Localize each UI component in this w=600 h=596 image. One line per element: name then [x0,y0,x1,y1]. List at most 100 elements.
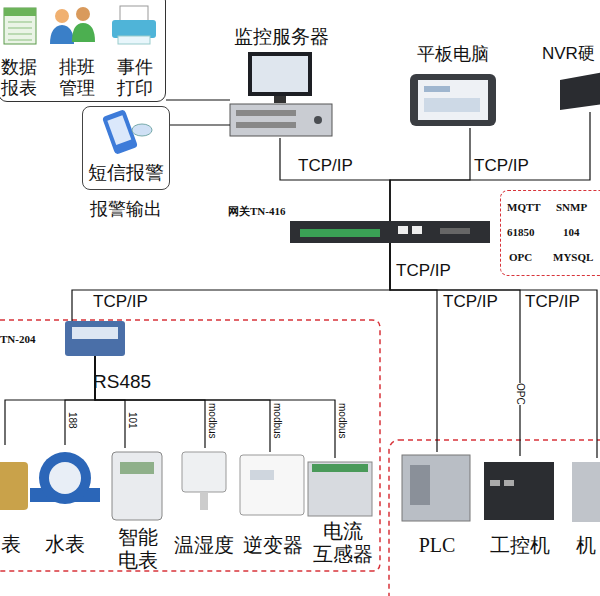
gateway-icon [398,226,408,234]
function-group-box: 数据 报表排班 管理事件 打印 [0,0,166,102]
connector-label: 101 [127,412,137,429]
node-label: 61850 [507,226,557,239]
gateway-icon [300,229,380,237]
connector-label: 188 [67,412,77,429]
machine-icon [572,462,600,522]
node-label: 监控服务器 [226,26,336,48]
node-label: 水表 [28,533,102,556]
node-label: 电流 互感器 [305,520,380,566]
connector-line [170,124,230,125]
nvr-icon [560,72,600,110]
connector-line [280,138,390,221]
monitor-icon [248,52,312,96]
machine-node: 机 [566,458,600,564]
sheet-icon [4,8,36,16]
gateway-icon [440,228,470,234]
people-icon [50,25,74,44]
people-icon [76,7,90,21]
people-icon [55,9,69,23]
sensor-icon [182,452,226,492]
connector-label: modbus [207,403,217,439]
inverter-icon [240,455,304,515]
inverter-icon [250,470,274,480]
connector-line [390,243,520,456]
node-label: 104 [563,226,600,239]
nvr-node: NVR硬 [558,72,600,112]
people-icon [72,23,95,42]
connector-label: TCP/IP [474,157,529,174]
tablet-icon [424,86,450,92]
plc-icon [402,455,470,521]
phone-icon [132,124,152,136]
gateway-node: 网关TN-416 [290,221,490,243]
node-label: SNMP [556,201,600,214]
connector-label: TCP/IP [93,293,148,310]
connector-line [95,356,205,448]
monitor-icon [274,96,286,103]
node-label: 智能 电表 [108,526,168,572]
node-label: 事件 打印 [117,57,159,98]
server-icon [314,116,322,124]
server-icon [230,104,332,136]
group-frame [0,320,380,571]
tablet-icon [424,98,480,112]
ipc-icon [484,462,554,520]
node-label: TN-204 [0,333,62,346]
connector-label: TCP/IP [525,293,580,310]
server-node: 监控服务器 [230,52,332,138]
node-label: 平板电脑 [402,44,504,65]
converter-icon [65,321,125,356]
sensor-node: 温湿度 [166,448,242,566]
water-meter-icon [49,462,81,494]
connector-line [95,356,270,452]
node-label: OPC [509,251,559,264]
connector-label: modbus [272,403,282,439]
phone-icon [107,115,131,145]
sheet-icon [8,22,32,40]
printer-icon [112,20,156,38]
connector-line [65,356,95,445]
tablet-icon [410,74,496,126]
node-label: 短信报警 [83,162,169,184]
alarm-box: 短信报警报警输出 [82,106,170,190]
gateway-icon [412,226,422,234]
node-label: 表 [0,533,51,556]
node-label: MQTT [507,201,557,214]
connector-label: TCP/IP [443,293,498,310]
converter-icon [72,327,118,339]
gateway-icon [290,221,490,243]
printer-icon [120,6,148,22]
ipc-icon [504,480,514,486]
connector-line [5,356,95,445]
sensor-icon [200,492,208,510]
server-icon [236,122,296,128]
meter-node: 表 [0,445,51,567]
transformer-icon [308,462,372,516]
node-label: 报警输出 [83,199,169,220]
inverter-node: 逆变器 [238,452,308,566]
node-label: 排班 管理 [59,57,101,98]
connector-line [95,356,125,448]
water-meter-node: 水表 [28,445,102,567]
monitor-icon [252,56,308,92]
node-label: NVR硬 [542,44,600,64]
connector-label: modbus [337,403,347,439]
converter-node: TN-204RS485 [65,321,125,356]
water-meter-icon [39,452,91,504]
meter-icon [0,462,28,510]
node-label: 温湿度 [166,534,242,557]
plc-icon [410,465,430,505]
tablet-icon [418,80,488,120]
node-label: MYSQL [553,251,600,264]
protocol-label: OPC [515,383,525,405]
connector-line [72,243,390,321]
ipc-node: 工控机 [480,456,560,564]
plc-node: PLC [400,452,474,564]
connector-line [166,99,230,100]
group-frame [389,440,600,596]
protocol-label: TCP/IP [396,262,451,279]
node-label: 网关TN-416 [228,205,318,218]
transformer-node: 电流 互感器 [305,458,380,568]
connector-line [390,128,470,221]
node-label: 逆变器 [238,534,308,557]
